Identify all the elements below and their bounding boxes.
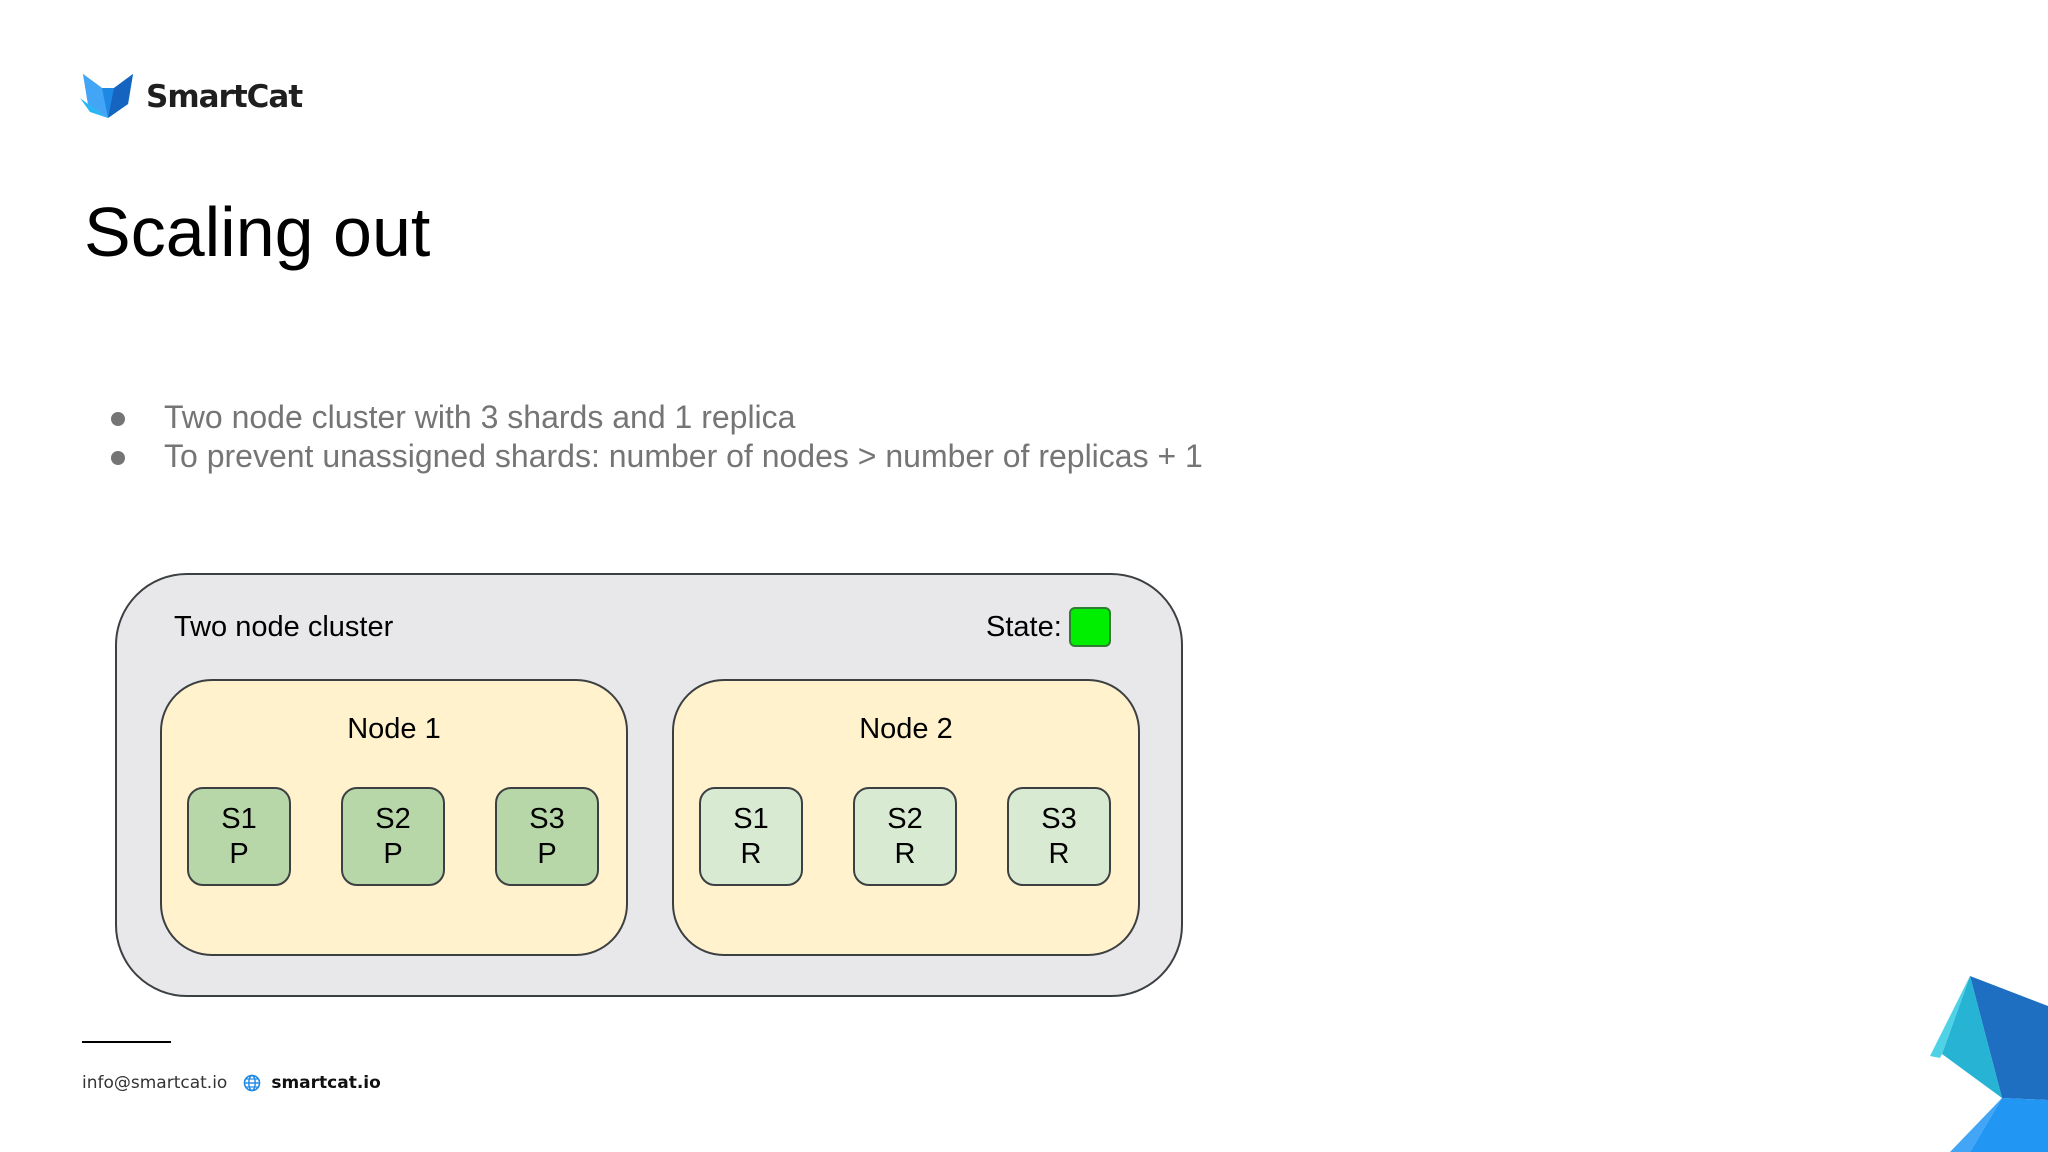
shard-id: S1	[733, 802, 769, 835]
shard-role: R	[1048, 837, 1070, 870]
shard-role: P	[383, 837, 403, 870]
node-label: Node 1	[347, 713, 441, 745]
globe-icon	[244, 1074, 261, 1092]
state-label: State:	[986, 611, 1062, 643]
cat-logo-icon	[80, 74, 133, 118]
smartcat-logo: SmartCat	[80, 72, 303, 122]
footer-website[interactable]: smartcat.io	[271, 1073, 381, 1093]
shard-replica-3: S3 R	[1007, 787, 1111, 886]
shard-replica-2: S2 R	[853, 787, 957, 886]
bullet-dot-icon	[111, 412, 125, 426]
bullet-item: To prevent unassigned shards: number of …	[110, 437, 1203, 476]
cluster-label: Two node cluster	[174, 611, 394, 643]
shard-role: R	[740, 837, 762, 870]
node-2: Node 2 S1 R S2 R S3 R	[672, 679, 1140, 956]
shard-id: S2	[375, 802, 411, 835]
shard-id: S1	[221, 802, 257, 835]
decorative-triangles-icon	[1930, 976, 2048, 1152]
bullet-list: Two node cluster with 3 shards and 1 rep…	[110, 398, 1203, 476]
shard-replica-1: S1 R	[699, 787, 803, 886]
shard-role: R	[894, 837, 916, 870]
shard-role: P	[229, 837, 249, 870]
logo-text: SmartCat	[146, 79, 303, 115]
shard-id: S2	[887, 802, 923, 835]
shard-primary-2: S2 P	[341, 787, 445, 886]
footer: info@smartcat.io smartcat.io	[82, 1071, 381, 1095]
shard-role: P	[537, 837, 557, 870]
node-label: Node 2	[859, 713, 953, 745]
footer-divider	[82, 1041, 171, 1043]
bullet-text: Two node cluster with 3 shards and 1 rep…	[164, 399, 796, 435]
bullet-item: Two node cluster with 3 shards and 1 rep…	[110, 398, 1203, 437]
shard-id: S3	[1041, 802, 1077, 835]
slide-title: Scaling out	[84, 193, 431, 271]
shard-primary-3: S3 P	[495, 787, 599, 886]
node-1: Node 1 S1 P S2 P S3 P	[160, 679, 628, 956]
bullet-text: To prevent unassigned shards: number of …	[164, 438, 1203, 474]
shard-primary-1: S1 P	[187, 787, 291, 886]
bullet-dot-icon	[111, 451, 125, 465]
footer-email[interactable]: info@smartcat.io	[82, 1073, 228, 1093]
state-indicator	[1069, 607, 1111, 647]
shard-id: S3	[529, 802, 565, 835]
